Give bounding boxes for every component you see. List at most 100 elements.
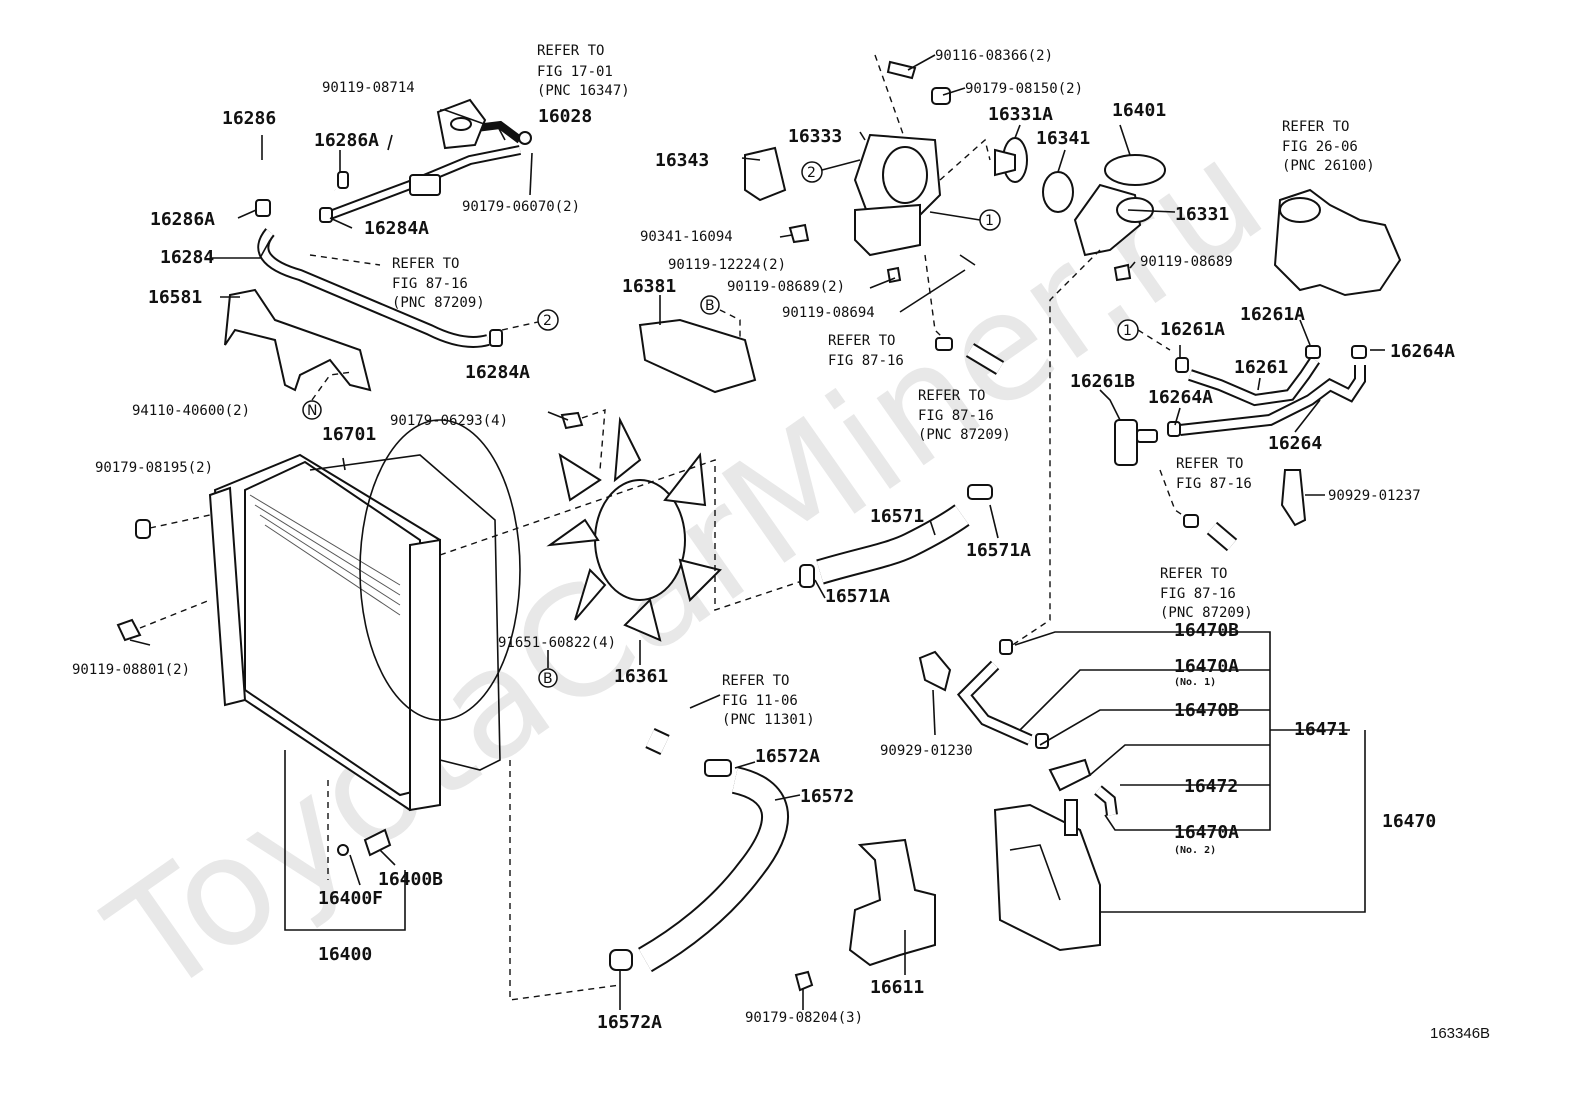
label-16341: 16341 xyxy=(1036,128,1090,149)
label-16284A-bottom: 16284A xyxy=(465,362,530,383)
refer-87-16-e-line3: (PNC 87209) xyxy=(1160,605,1253,621)
callout-b-upper-text: B xyxy=(705,298,715,314)
bracket-16611 xyxy=(848,838,936,967)
label-16333: 16333 xyxy=(788,126,842,147)
clamp-90929-01230 xyxy=(918,650,952,692)
label-16261: 16261 xyxy=(1234,357,1288,378)
gasket-16343 xyxy=(744,146,787,202)
refer-17-01-line3: (PNC 16347) xyxy=(537,83,630,99)
label-16571A-bottom: 16571A xyxy=(825,586,890,607)
label-16264: 16264 xyxy=(1268,433,1322,454)
callout-2-lower-text: 2 xyxy=(543,313,552,329)
label-16264A-left: 16264A xyxy=(1148,387,1213,408)
callout-n xyxy=(302,400,322,420)
label-91651-60822: 91651-60822(4) xyxy=(498,635,616,651)
clamp-16572A-lower xyxy=(609,949,633,971)
refer-87-16-d-line1: REFER TO xyxy=(1176,456,1243,472)
label-90179-06070: 90179-06070(2) xyxy=(462,199,580,215)
refer-11-06-line3: (PNC 11301) xyxy=(722,712,815,728)
refer-87-16-b-line2: FIG 87-16 xyxy=(828,353,904,369)
label-16286A-top: 16286A xyxy=(314,130,379,151)
bolt-90119-08689-2 xyxy=(886,266,902,284)
clamp-16571A-upper xyxy=(967,484,993,500)
gasket-16347 xyxy=(436,98,487,150)
bolt-90341-16094 xyxy=(788,223,810,244)
label-16400B: 16400B xyxy=(378,869,443,890)
label-16400F: 16400F xyxy=(318,888,383,909)
label-16028: 16028 xyxy=(538,106,592,127)
bolt-90119-08801 xyxy=(116,618,142,642)
callout-b-lower xyxy=(538,668,558,688)
hose-16264 xyxy=(1179,365,1366,436)
label-16571A-right: 16571A xyxy=(966,540,1031,561)
bolt-90119-08689 xyxy=(1113,263,1132,282)
bolt-90179-08195 xyxy=(135,519,151,539)
label-16611: 16611 xyxy=(870,977,924,998)
refer-87-16-c-line2: FIG 87-16 xyxy=(918,408,994,424)
callout-2-lower xyxy=(537,309,559,331)
label-16470A-no1: 16470A xyxy=(1174,656,1239,677)
callout-b-upper xyxy=(700,295,720,315)
nut-90179-06070 xyxy=(518,131,532,145)
label-90119-08689: 90119-08689 xyxy=(1140,254,1233,270)
label-16343: 16343 xyxy=(655,150,709,171)
refer-87-16-c-line3: (PNC 87209) xyxy=(918,427,1011,443)
label-90119-08689-2: 90119-08689(2) xyxy=(727,279,845,295)
label-90179-08204: 90179-08204(3) xyxy=(745,1010,863,1026)
label-90929-01230: 90929-01230 xyxy=(880,743,973,759)
refer-87-16-a-line1: REFER TO xyxy=(392,256,459,272)
refer-87-16-d-line2: FIG 87-16 xyxy=(1176,476,1252,492)
callout-1-upper-text: 1 xyxy=(985,213,994,229)
label-90119-08801: 90119-08801(2) xyxy=(72,662,190,678)
label-90179-06293: 90179-06293(4) xyxy=(390,413,508,429)
clamp-16572A-upper xyxy=(704,759,732,777)
clamp-87-16-a xyxy=(935,337,953,351)
bracket-16581 xyxy=(224,288,372,392)
callout-b-lower-text: B xyxy=(543,671,553,687)
reservoir-16470 xyxy=(993,799,1101,952)
callout-2-upper xyxy=(801,161,823,183)
bracket-16381 xyxy=(638,318,757,394)
label-90119-08714: 90119-08714 xyxy=(322,80,415,96)
label-16261A-top: 16261A xyxy=(1240,304,1305,325)
label-16472: 16472 xyxy=(1184,776,1238,797)
stud-90116-08366 xyxy=(886,60,917,80)
hose-16261 xyxy=(1188,356,1320,407)
label-16261B: 16261B xyxy=(1070,371,1135,392)
label-16361: 16361 xyxy=(614,666,668,687)
clamp-16571A-lower xyxy=(799,564,815,588)
callout-1-lower-text: 1 xyxy=(1123,323,1132,339)
bolt-90119-08694 xyxy=(959,254,976,266)
label-16264A-right: 16264A xyxy=(1390,341,1455,362)
clamp-16286A xyxy=(255,171,349,217)
clamp-87-16-b xyxy=(1183,514,1199,528)
callout-2-upper-text: 2 xyxy=(807,165,816,181)
label-94110-40600: 94110-40600(2) xyxy=(132,403,250,419)
refer-notes: REFER TO FIG 17-01 (PNC 16347) REFER TO … xyxy=(392,43,1375,728)
refer-87-16-c-line1: REFER TO xyxy=(918,388,985,404)
part-labels: 16286 16286A 16286A 90119-08714 16028 90… xyxy=(72,48,1455,1033)
label-16470A-no2: 16470A xyxy=(1174,822,1239,843)
cap-16472 xyxy=(1048,758,1092,792)
bracket-26100 xyxy=(1273,188,1402,297)
callout-n-text: N xyxy=(307,403,317,419)
label-no1: (No. 1) xyxy=(1174,677,1216,688)
label-90179-08195: 90179-08195(2) xyxy=(95,460,213,476)
label-16400: 16400 xyxy=(318,944,372,965)
fan-shroud-16701 xyxy=(309,419,521,771)
clamp-90929-01237 xyxy=(1280,469,1307,527)
nut-90179-08150 xyxy=(931,87,951,105)
oring-16400F xyxy=(337,844,349,856)
refer-26-06-line1: REFER TO xyxy=(1282,119,1349,135)
radiator-cap-16401 xyxy=(1104,154,1166,186)
nut-90179-06293 xyxy=(560,411,584,430)
clamp-16470B-top xyxy=(999,639,1013,655)
label-16571: 16571 xyxy=(870,506,924,527)
label-16286A-left: 16286A xyxy=(150,209,215,230)
label-16284A-top: 16284A xyxy=(364,218,429,239)
thermostat-16331A xyxy=(994,137,1028,183)
label-90119-12224: 90119-12224(2) xyxy=(668,257,786,273)
label-16572A-bottom: 16572A xyxy=(597,1012,662,1033)
label-16331: 16331 xyxy=(1175,204,1229,225)
